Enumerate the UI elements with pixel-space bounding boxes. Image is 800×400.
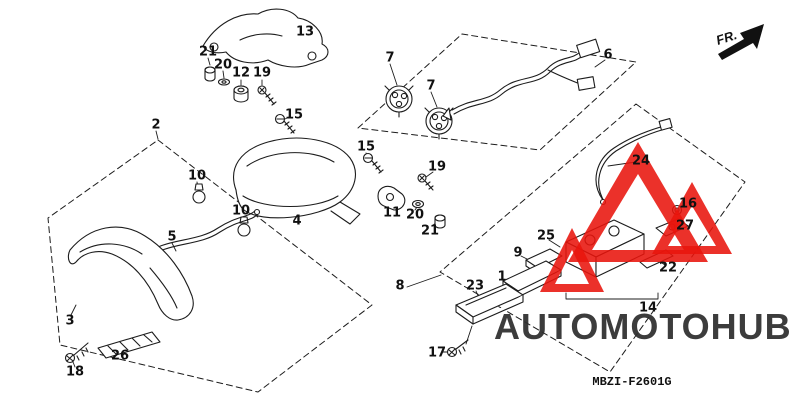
part-3-rear-guard <box>67 226 194 321</box>
part-label-7-b: 7 <box>426 78 436 94</box>
group-outline-left-assembly <box>47 139 373 393</box>
part-label-10-b: 10 <box>231 203 251 219</box>
group-outline-harness <box>357 33 637 151</box>
part-label-24: 24 <box>631 153 651 169</box>
part-23-license-lens <box>455 283 524 325</box>
part-label-22: 22 <box>658 260 678 276</box>
part-12-grommet <box>233 85 249 103</box>
part-label-19-b: 19 <box>427 159 447 175</box>
part-label-27: 27 <box>675 218 695 234</box>
part-label-15-b: 15 <box>356 139 376 155</box>
part-label-2: 2 <box>151 117 161 133</box>
part-label-19-a: 19 <box>252 65 272 81</box>
part-label-10-a: 10 <box>187 168 207 184</box>
part-4-lens-cover <box>233 137 361 225</box>
part-14-dimension-line <box>565 292 659 300</box>
part-label-17: 17 <box>427 345 447 361</box>
part-24-wire <box>595 118 673 206</box>
part-label-20-a: 20 <box>213 57 233 73</box>
part-15-bolt-mid <box>362 152 384 174</box>
watermark-text: AUTOMOTOHUB <box>494 306 792 347</box>
part-label-12: 12 <box>231 65 251 81</box>
part-label-1: 1 <box>497 269 507 285</box>
part-label-21-a: 21 <box>198 44 218 60</box>
part-19-screw-mid <box>417 173 434 191</box>
part-19-screw-top <box>257 85 277 106</box>
part-label-9: 9 <box>513 245 523 261</box>
part-label-20-b: 20 <box>405 207 425 223</box>
group-outline-taillight-unit <box>439 103 746 373</box>
part-label-3: 3 <box>65 313 75 329</box>
part-label-14: 14 <box>638 300 658 316</box>
part-17-screw <box>446 339 469 358</box>
part-label-13: 13 <box>295 24 315 40</box>
part-label-26: 26 <box>110 348 130 364</box>
part-20-washer-top <box>217 78 231 86</box>
part-label-4: 4 <box>292 213 302 229</box>
part-10-bulb-a <box>192 183 206 204</box>
part-label-18: 18 <box>65 364 85 380</box>
fr-direction-arrow <box>718 24 764 60</box>
part-18-screw <box>64 342 89 364</box>
part-13-stay-bracket <box>202 8 329 68</box>
part-15-bolt-top <box>274 113 296 134</box>
part-label-16: 16 <box>678 196 698 212</box>
part-21-nut-top <box>204 66 216 82</box>
part-label-21-b: 21 <box>420 223 440 239</box>
part-label-23: 23 <box>465 278 485 294</box>
part-label-7-a: 7 <box>385 50 395 66</box>
part-21-nut-mid <box>434 214 446 229</box>
part-6-wire-harness <box>442 38 601 121</box>
group-outlines <box>47 33 746 393</box>
part-10-bulb-b <box>237 216 251 237</box>
part-7-connector-a <box>384 85 414 118</box>
part-20-washer-mid <box>411 199 425 209</box>
part-label-6: 6 <box>603 47 613 63</box>
part-label-8: 8 <box>395 278 405 294</box>
part-label-25: 25 <box>536 228 556 244</box>
part-label-11: 11 <box>382 205 402 221</box>
watermark-logo-triangles <box>540 142 732 292</box>
part-11-bracket <box>377 185 406 211</box>
part-26-reflector <box>97 331 161 359</box>
part-label-5: 5 <box>167 229 177 245</box>
diagram-code: MBZI-F2601G <box>592 375 672 389</box>
part-label-15-a: 15 <box>284 107 304 123</box>
